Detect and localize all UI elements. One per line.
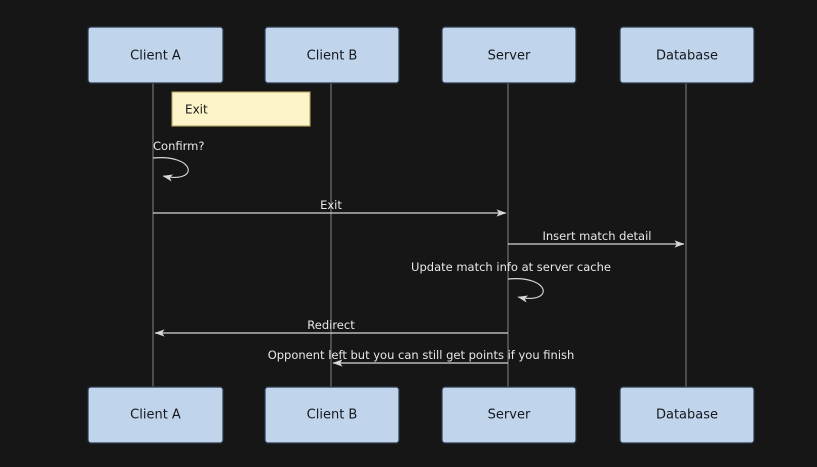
participant-database-bottom[interactable]: Database — [619, 386, 755, 444]
message-exit[interactable]: Exit — [153, 198, 507, 217]
participant-client-a-top[interactable]: Client A — [87, 26, 224, 84]
participant-label: Server — [488, 49, 531, 64]
note-rect — [171, 91, 311, 127]
participant-box-rect — [264, 386, 400, 444]
participant-box-rect — [87, 386, 224, 444]
participant-label: Server — [488, 408, 531, 423]
participant-client-b-top[interactable]: Client B — [264, 26, 400, 84]
participant-label: Client B — [307, 49, 358, 64]
note-label: Exit — [185, 103, 208, 117]
participant-label: Client A — [130, 408, 181, 423]
participant-box-rect — [619, 26, 755, 84]
participant-label: Client B — [307, 408, 358, 423]
message-confirm[interactable]: Confirm? — [152, 139, 204, 182]
participant-client-b-bottom[interactable]: Client B — [264, 386, 400, 444]
message-label: Confirm? — [153, 139, 204, 153]
message-label: Opponent left but you can still get poin… — [268, 348, 575, 362]
message-insert-match-detail[interactable]: Insert match detail — [508, 229, 685, 248]
note-exit[interactable]: Exit — [171, 91, 311, 127]
participant-database-top[interactable]: Database — [619, 26, 755, 84]
lifelines-group — [152, 83, 687, 388]
message-label: Redirect — [307, 318, 355, 332]
participant-box-rect — [264, 26, 400, 84]
participant-box-rect — [87, 26, 224, 84]
message-update-match-info[interactable]: Update match info at server cache — [411, 260, 611, 303]
participant-box-rect — [441, 26, 577, 84]
message-redirect[interactable]: Redirect — [154, 318, 508, 337]
participant-label: Database — [656, 49, 718, 64]
participant-label: Database — [656, 408, 718, 423]
message-label: Update match info at server cache — [411, 260, 611, 274]
participant-box-rect — [619, 386, 755, 444]
message-opponent-left[interactable]: Opponent left but you can still get poin… — [268, 348, 575, 367]
message-label: Exit — [320, 198, 342, 212]
message-self-loop-path — [507, 278, 544, 303]
participant-server-top[interactable]: Server — [441, 26, 577, 84]
message-self-loop-path — [152, 157, 189, 182]
participant-server-bottom[interactable]: Server — [441, 386, 577, 444]
participant-client-a-bottom[interactable]: Client A — [87, 386, 224, 444]
message-label: Insert match detail — [543, 229, 652, 243]
participant-box-rect — [441, 386, 577, 444]
participant-label: Client A — [130, 49, 181, 64]
